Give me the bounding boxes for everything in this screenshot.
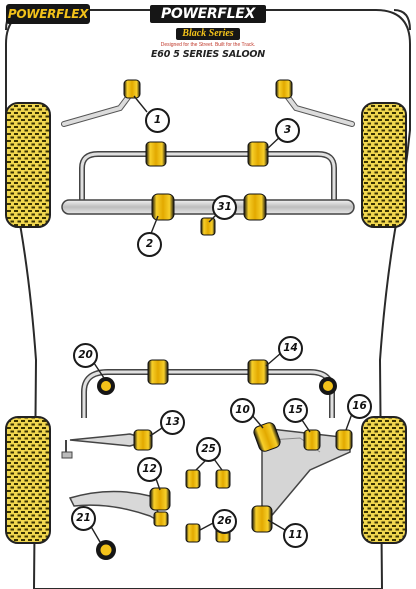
item-16-bush bbox=[335, 429, 353, 451]
front-left-tyre bbox=[5, 102, 51, 228]
model-title: E60 5 SERIES SALOON bbox=[151, 49, 265, 60]
item-12-bush-lower bbox=[153, 511, 169, 527]
front-right-arm-bush bbox=[243, 193, 267, 221]
callout-13: 13 bbox=[160, 410, 185, 435]
rear-arm-foot bbox=[61, 451, 73, 459]
corner-brand-logo: POWERFLEX bbox=[6, 4, 90, 24]
callout-25: 25 bbox=[196, 437, 221, 462]
front-lower-arm bbox=[61, 199, 355, 215]
rear-right-link-bush-inner bbox=[323, 381, 333, 391]
car-body-outline bbox=[5, 9, 411, 589]
callout-26: 26 bbox=[212, 509, 237, 534]
rear-left-tyre bbox=[5, 416, 51, 544]
callout-3: 3 bbox=[275, 118, 300, 143]
callout-16: 16 bbox=[347, 394, 372, 419]
callout-10: 10 bbox=[230, 398, 255, 423]
item-10-bush bbox=[253, 422, 281, 452]
body-corner-right bbox=[393, 9, 411, 31]
item-13-bush bbox=[133, 429, 153, 451]
item-31-bush bbox=[200, 217, 216, 236]
callout-21: 21 bbox=[71, 506, 96, 531]
front-left-arm-bush bbox=[151, 193, 175, 221]
callout-11: 11 bbox=[283, 523, 308, 548]
brand-wordmark: POWERFLEX bbox=[150, 5, 266, 23]
brand-series: Black Series bbox=[176, 28, 240, 40]
callout-12: 12 bbox=[137, 457, 162, 482]
item-25-bush-left bbox=[185, 469, 201, 489]
front-right-tension-bush bbox=[275, 79, 293, 99]
front-right-tyre bbox=[361, 102, 407, 228]
front-anti-roll-bar-core bbox=[80, 152, 336, 200]
callout-14: 14 bbox=[278, 336, 303, 361]
rear-arb-bush-right bbox=[247, 359, 269, 385]
front-left-tension-bush bbox=[123, 79, 141, 99]
rear-left-link-bush-inner bbox=[101, 381, 111, 391]
callout-20: 20 bbox=[73, 343, 98, 368]
rear-arb-bush-left bbox=[147, 359, 169, 385]
rear-right-tyre bbox=[361, 416, 407, 544]
callout-2: 2 bbox=[137, 232, 162, 257]
callout-1: 1 bbox=[145, 108, 170, 133]
front-arb-bush-left bbox=[145, 141, 167, 167]
brand-tagline: Designed for the Street. Built for the T… bbox=[160, 42, 256, 48]
item-15-bush bbox=[303, 429, 321, 451]
callout-31: 31 bbox=[212, 195, 237, 220]
item-25-bush-right bbox=[215, 469, 231, 489]
item-21-bush-inner bbox=[100, 544, 112, 556]
front-arb-bush-right bbox=[247, 141, 269, 167]
main-brand-logo: POWERFLEX Black Series Designed for the … bbox=[150, 5, 266, 49]
item-26-bush-left bbox=[185, 523, 201, 543]
item-11-bush bbox=[251, 505, 273, 533]
item-12-bush bbox=[149, 487, 171, 511]
callout-15: 15 bbox=[283, 398, 308, 423]
